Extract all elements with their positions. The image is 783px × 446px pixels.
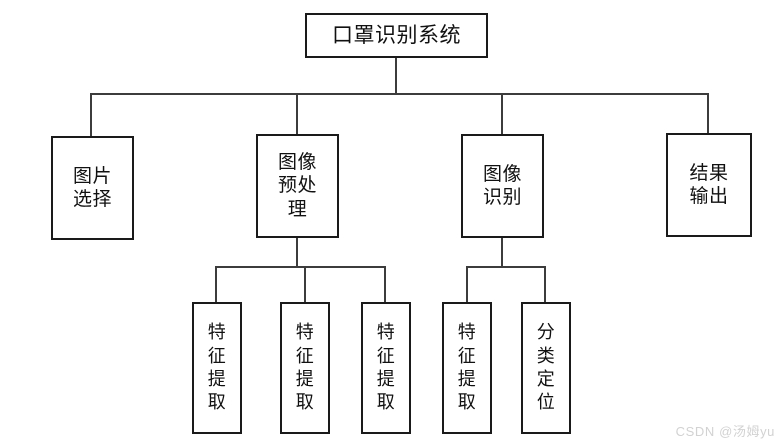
edge-drop-image-select [90,93,92,137]
node-feature-extraction-3[interactable]: 特 征 提 取 [361,302,411,434]
watermark: CSDN @汤姆yu [675,424,775,439]
edge-root-stem [395,58,397,94]
edge-drop-feat-4 [466,266,468,303]
edge-recognize-stem [501,238,503,267]
node-feature-extraction-4[interactable]: 特 征 提 取 [442,302,492,434]
node-feature-extraction-4-label: 特 征 提 取 [457,322,477,413]
node-image-preprocess-label: 图像 预处 理 [277,152,317,220]
edge-preprocess-stem [296,238,298,267]
edge-preprocess-bus [215,266,386,268]
node-classification-localization[interactable]: 分 类 定 位 [521,302,571,434]
edge-drop-feat-3 [384,266,386,303]
node-image-recognition[interactable]: 图像 识别 [461,134,544,238]
edge-drop-output [707,93,709,134]
edge-drop-recognize [501,93,503,135]
edge-drop-feat-2 [304,266,306,303]
node-feature-extraction-2[interactable]: 特 征 提 取 [280,302,330,434]
edge-drop-feat-1 [215,266,217,303]
edge-drop-preprocess [296,93,298,135]
node-root-system[interactable]: 口罩识别系统 [305,13,488,58]
node-result-output-label: 结果 输出 [689,162,729,207]
node-image-select-label: 图片 选择 [72,165,112,210]
node-feature-extraction-2-label: 特 征 提 取 [295,322,315,413]
edge-main-bus [90,93,707,95]
node-feature-extraction-1[interactable]: 特 征 提 取 [192,302,242,434]
node-feature-extraction-1-label: 特 征 提 取 [207,322,227,413]
node-root-label: 口罩识别系统 [332,23,461,47]
node-classification-localization-label: 分 类 定 位 [536,322,556,413]
node-image-recognition-label: 图像 识别 [482,163,522,208]
edge-drop-classify [544,266,546,303]
node-feature-extraction-3-label: 特 征 提 取 [376,322,396,413]
node-image-select[interactable]: 图片 选择 [51,136,134,240]
node-result-output[interactable]: 结果 输出 [666,133,752,237]
edge-recognize-bus [466,266,545,268]
node-image-preprocess[interactable]: 图像 预处 理 [256,134,339,238]
